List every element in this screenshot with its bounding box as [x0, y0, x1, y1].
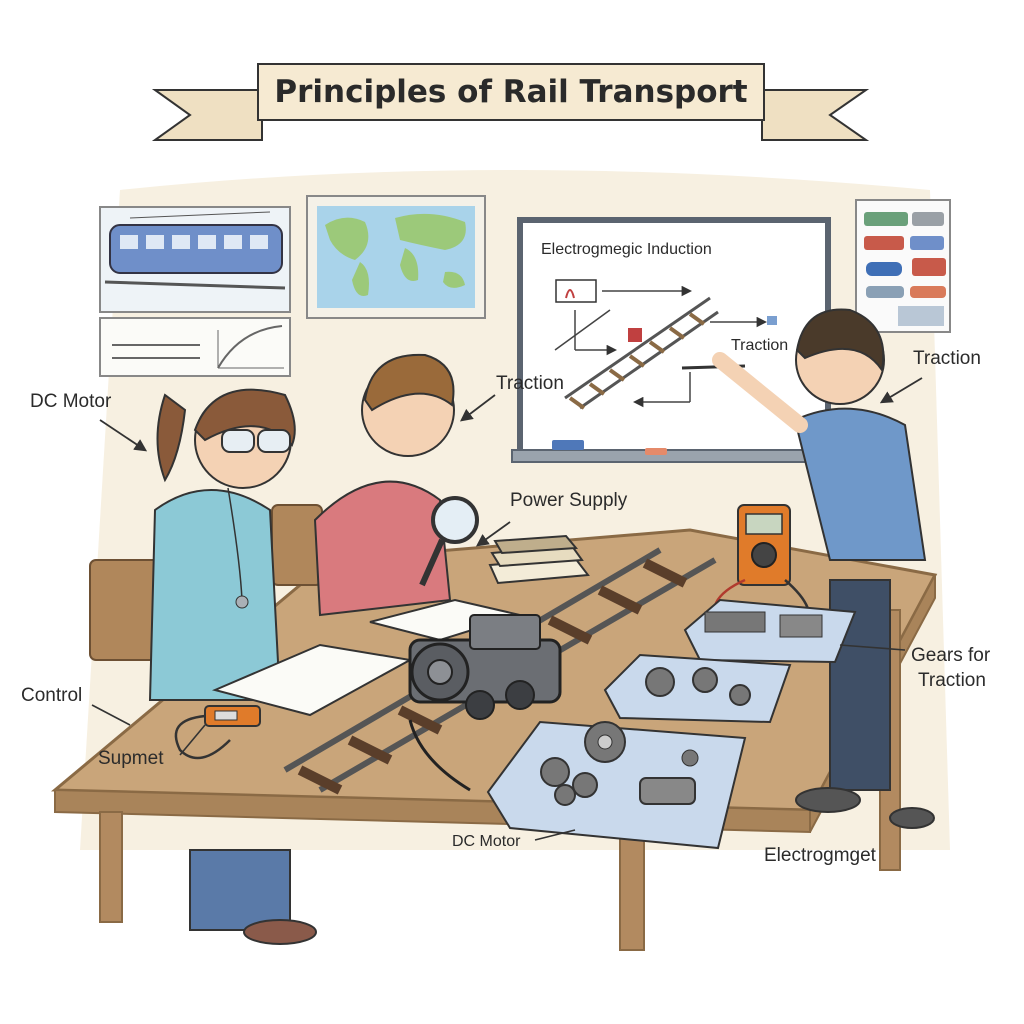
title-banner — [151, 63, 870, 141]
whiteboard-traction-label: Traction — [731, 337, 789, 354]
tray-middle — [603, 653, 792, 724]
label-electrogmget: Electrogmget — [764, 845, 876, 866]
label-traction-right: Traction — [913, 348, 981, 369]
boy-right-student — [712, 308, 935, 829]
banner-title: Principles of Rail Transport — [274, 74, 748, 110]
girl-student — [148, 388, 317, 945]
arrow-icon — [179, 724, 206, 756]
arrow-icon — [534, 829, 576, 841]
arrow-icon — [475, 521, 511, 547]
locomotive-icon — [408, 614, 562, 792]
arrow-icon — [879, 377, 923, 404]
chairs — [89, 504, 323, 661]
tray-bottom — [486, 720, 747, 850]
tray-top — [683, 598, 857, 664]
world-map-poster — [306, 195, 486, 319]
multimeter-icon — [712, 504, 811, 631]
magnifier-icon — [419, 496, 479, 587]
label-traction-center: Traction — [496, 373, 564, 394]
annotation-arrows — [91, 377, 923, 841]
boy-center-student — [313, 353, 455, 617]
whiteboard — [511, 217, 837, 463]
label-gears-line1: Gears for — [911, 645, 991, 666]
arrow-icon — [459, 394, 496, 422]
arrow-icon — [839, 644, 906, 651]
label-power-supply: Power Supply — [510, 490, 628, 511]
label-dc-motor-left: DC Motor — [30, 391, 112, 412]
arrow-icon — [99, 419, 148, 452]
label-control: Control — [21, 685, 83, 706]
book-icon — [488, 534, 590, 585]
control-device — [174, 705, 261, 760]
arrow-icon — [91, 704, 131, 726]
label-dc-motor-bottom: DC Motor — [452, 833, 521, 850]
gear-icon — [584, 721, 626, 763]
whiteboard-heading: Electrogmegic Induction — [541, 241, 712, 258]
diagram-poster — [99, 317, 291, 377]
label-supmet: Supmet — [98, 748, 164, 769]
train-poster — [99, 206, 291, 313]
vehicles-poster — [855, 199, 951, 333]
label-gears-line2: Traction — [918, 670, 986, 691]
